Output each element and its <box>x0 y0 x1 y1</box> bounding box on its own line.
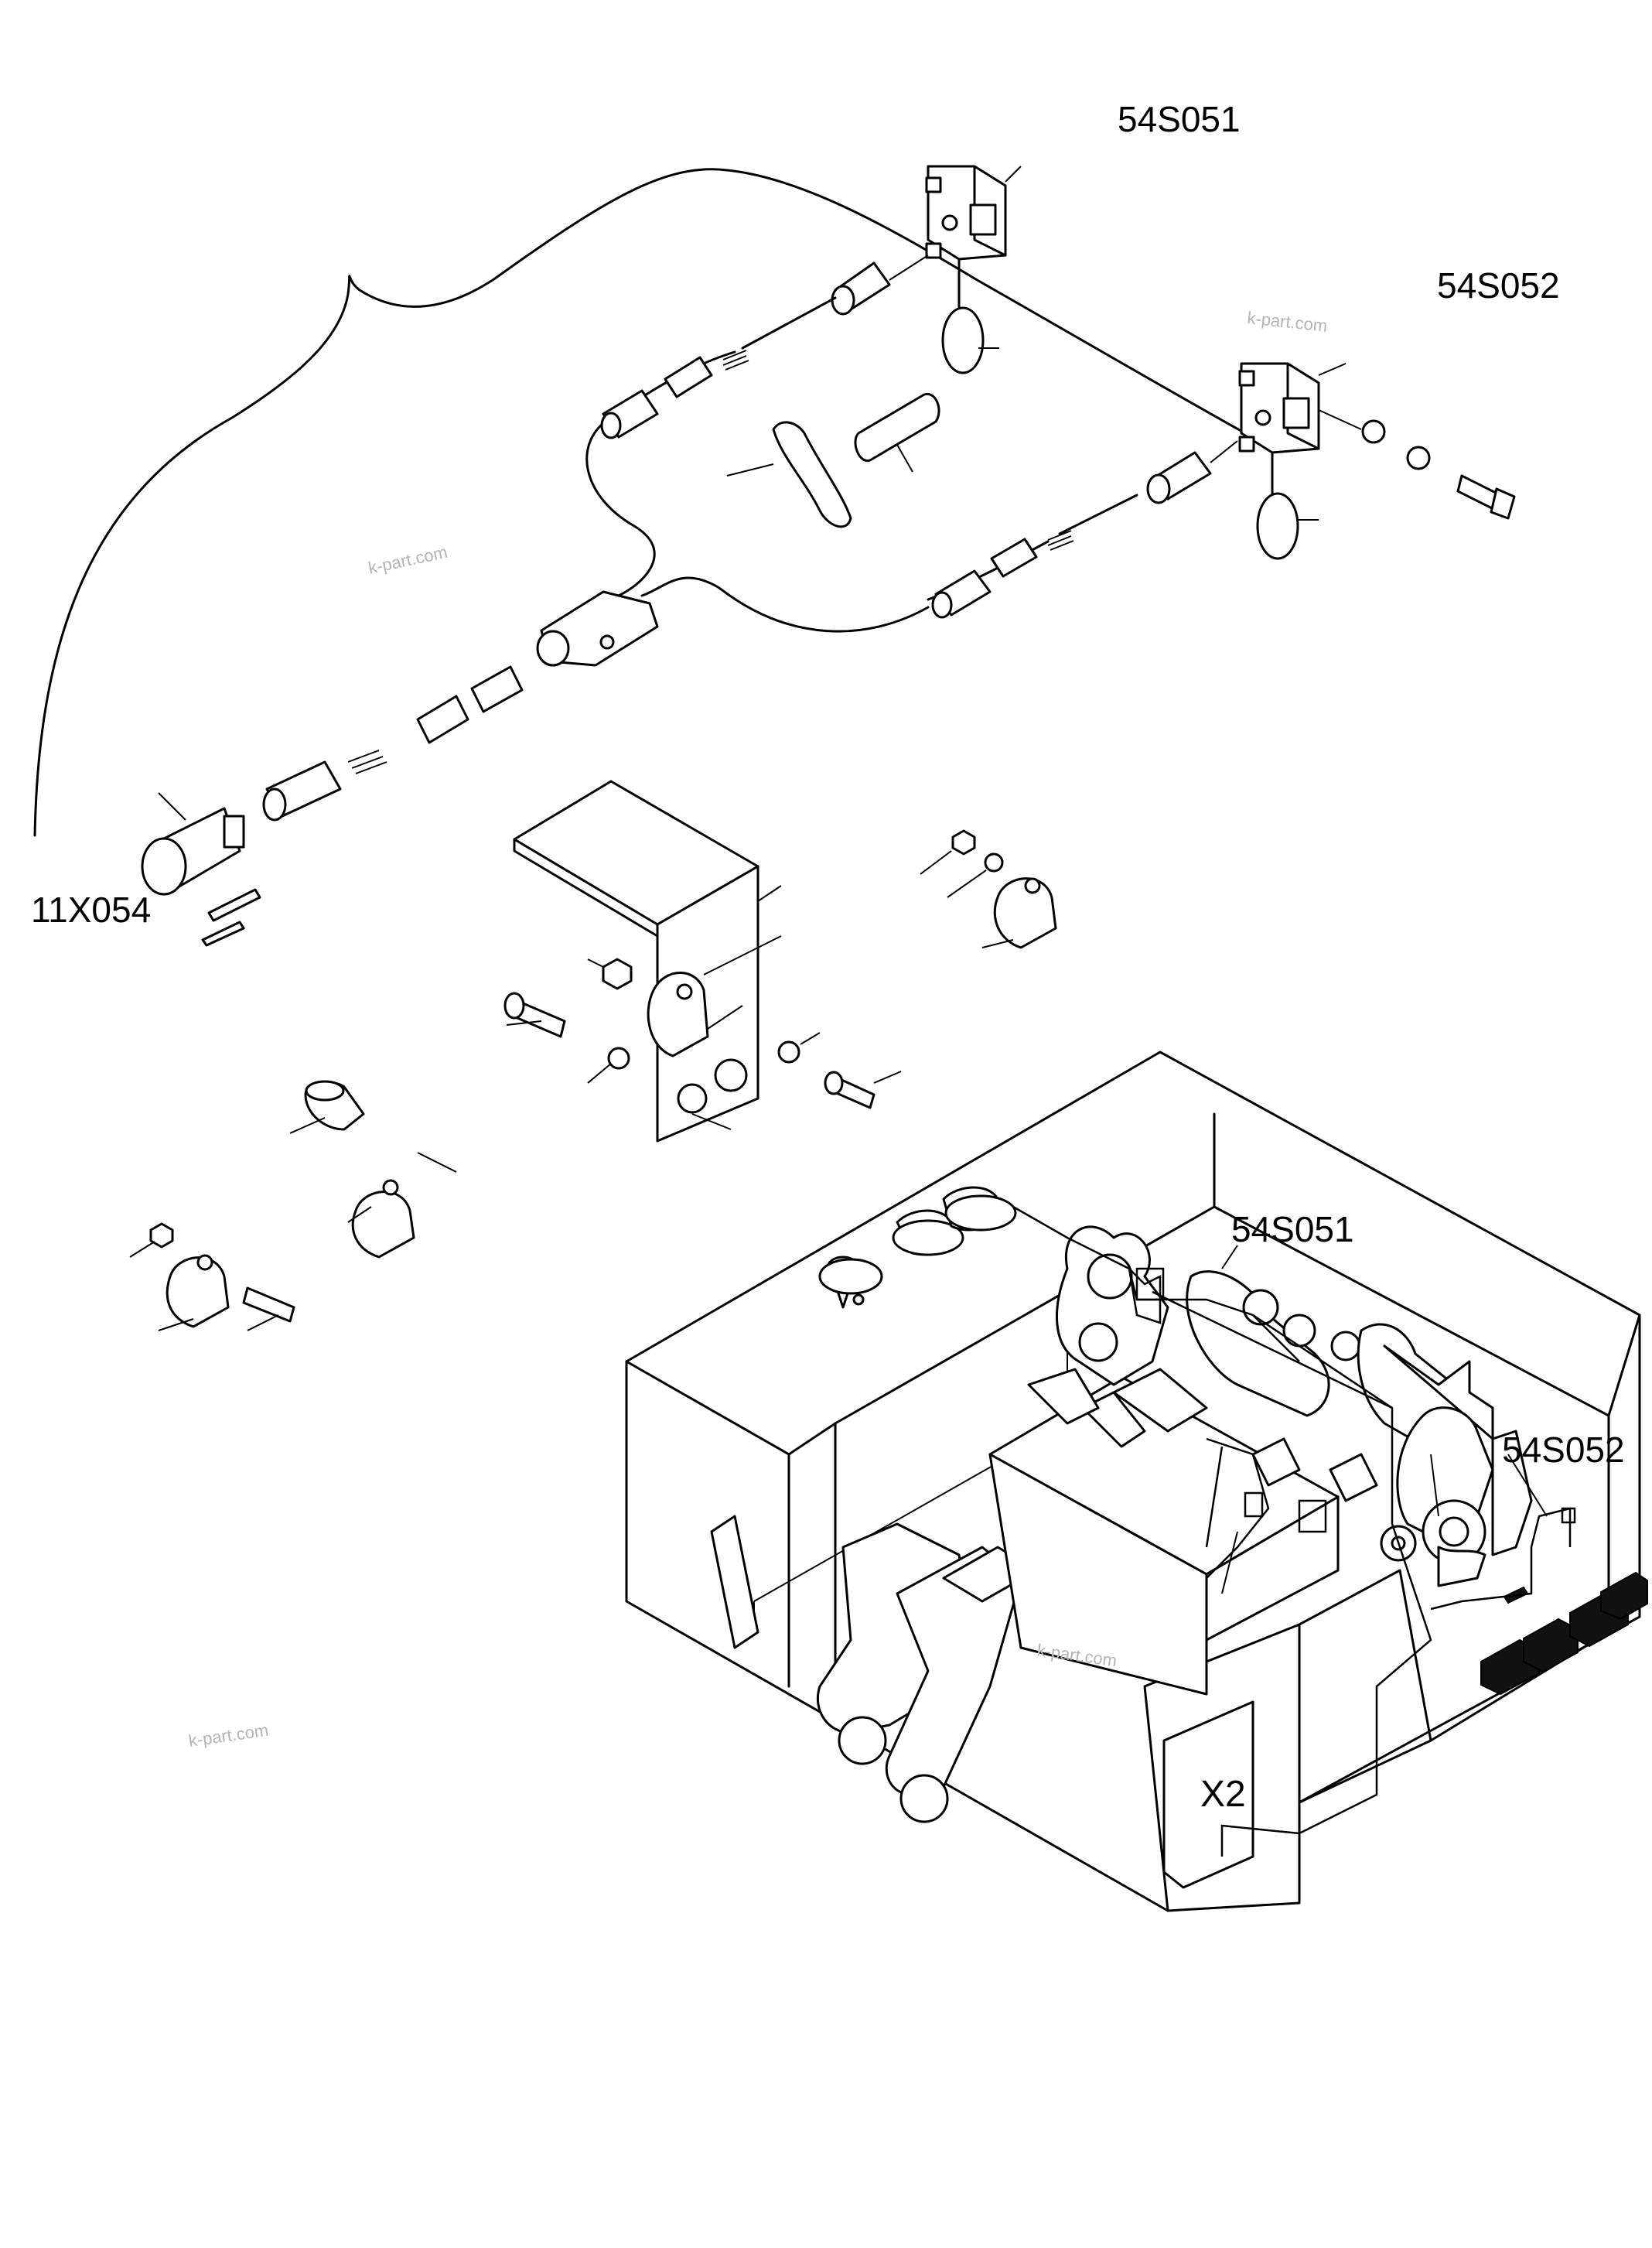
harness-fittings <box>141 296 1138 947</box>
watermark: k-part.com <box>367 542 449 578</box>
machine-isometric <box>625 1051 1648 1912</box>
label-switch-54S051-machine: 54S051 <box>1231 1209 1354 1249</box>
bracket-assembly <box>503 780 902 1143</box>
watermark: k-part.com <box>1246 308 1328 336</box>
switch-54S052-exploded <box>1146 362 1516 560</box>
label-box-X2: X2 <box>1200 1774 1246 1815</box>
harness-outline <box>33 168 1247 837</box>
label-connector-11X054: 11X054 <box>31 890 151 930</box>
label-switch-54S052-machine: 54S052 <box>1502 1430 1625 1470</box>
label-switch-54S051-top: 54S051 <box>1118 99 1241 139</box>
label-switch-54S052-top: 54S052 <box>1437 265 1560 306</box>
clamp-set-left-middle <box>289 1080 457 1259</box>
clamp-set-upper-right <box>920 829 1057 949</box>
watermark: k-part.com <box>187 1720 269 1751</box>
clamp-set-left-lower <box>129 1222 295 1331</box>
switch-54S051-exploded <box>831 165 1022 374</box>
